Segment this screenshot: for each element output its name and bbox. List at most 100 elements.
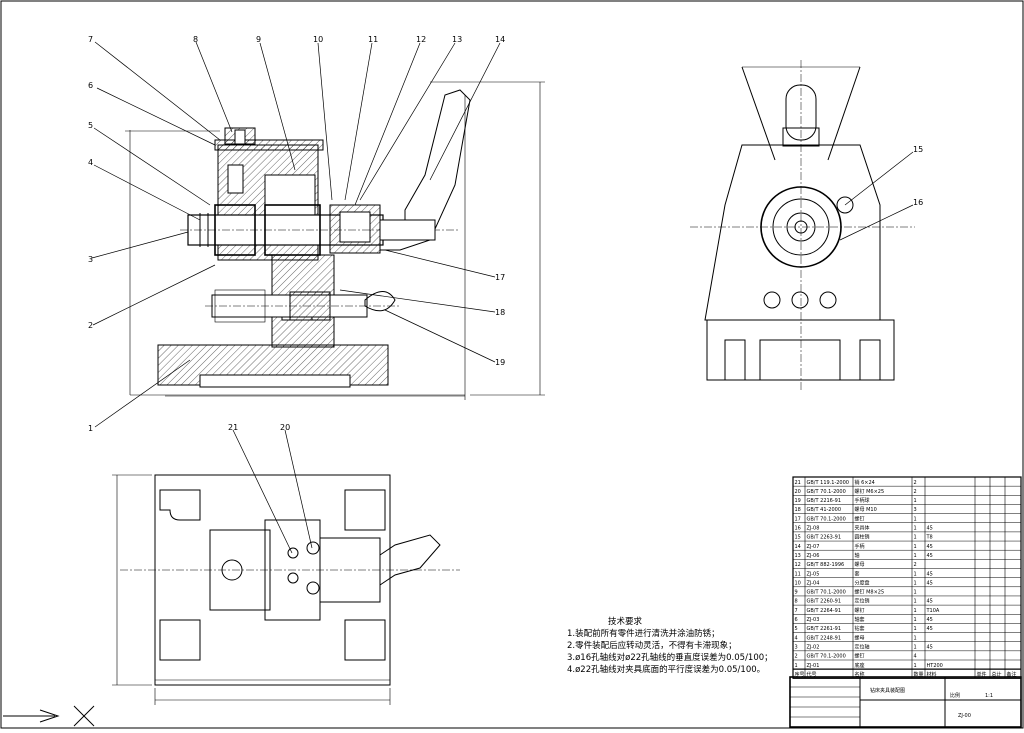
balloon-11: 11 [368, 35, 378, 44]
balloon-7: 7 [88, 35, 93, 44]
bom-cell: 45 [927, 617, 933, 623]
bom-cell: 13 [795, 553, 801, 559]
bom-cell: 轴 [855, 552, 860, 559]
balloon-8: 8 [193, 35, 198, 44]
balloon-21: 21 [228, 423, 238, 432]
bom-cell: 1 [914, 663, 917, 669]
drawing-title: 钻床夹具装配图 [870, 687, 905, 694]
bom-header-cell: 备注 [1007, 671, 1017, 678]
bom-cell: ZJ-08 [807, 526, 820, 532]
bom-cell: T10A [926, 608, 940, 614]
bom-cell: 1 [914, 526, 917, 532]
bom-cell: 夹具体 [855, 525, 870, 532]
bom-cell: 轴套 [855, 616, 865, 623]
bom-cell: 2 [914, 562, 917, 568]
bom-cell: 螺母 [855, 561, 865, 568]
bom-cell: ZJ-05 [807, 571, 820, 577]
bom-cell: 9 [795, 590, 798, 596]
bom-cell: 圆柱销 [855, 534, 870, 541]
bom-cell: 45 [927, 599, 933, 605]
balloon-20: 20 [280, 423, 290, 432]
bom-cell: 1 [795, 663, 798, 669]
bom-cell: 螺钉 [855, 653, 865, 660]
bom-cell: 1 [914, 553, 917, 559]
note-3: 3.ø16孔轴线对ø22孔轴线的垂直度误差为0.05/100； [567, 652, 773, 663]
bom-cell: 3 [914, 507, 917, 513]
notes-title: 技术要求 [608, 616, 643, 627]
bom-cell: 1 [914, 608, 917, 614]
bom-cell: 1 [914, 644, 917, 650]
bom-cell: GB/T 70.1-2000 [807, 489, 846, 495]
bom-cell: 21 [795, 480, 801, 486]
bom-cell: 手柄球 [855, 497, 870, 504]
balloon-13: 13 [452, 35, 462, 44]
bom-cell: GB/T 119.1-2000 [807, 480, 849, 486]
bom-cell: 45 [927, 553, 933, 559]
bom-cell: 分度盘 [855, 579, 870, 586]
bom-cell: 18 [795, 507, 801, 513]
bom-cell: 19 [795, 498, 801, 504]
bom-cell: 3 [795, 644, 798, 650]
balloon-numbers: 7 8 9 10 11 12 13 14 6 5 4 3 2 1 15 16 1… [88, 35, 923, 433]
bom-cell: 15 [795, 535, 801, 541]
bom-cell: 45 [927, 571, 933, 577]
bom-cell: HT200 [927, 663, 943, 669]
technical-notes: 技术要求 1.装配前所有零件进行清洗并涂油防锈； 2.零件装配后应转动灵活，不得… [567, 616, 773, 675]
bom-cell: GB/T 70.1-2000 [807, 516, 846, 522]
bom-cell: 钻套 [855, 625, 865, 632]
note-4: 4.ø22孔轴线对夹具底面的平行度误差为0.05/100。 [567, 664, 765, 675]
bom-cell: 45 [927, 526, 933, 532]
balloon-leaders [91, 41, 914, 554]
bom-cell: 16 [795, 526, 801, 532]
title-block: 钻床夹具装配图 比例 1:1 ZJ-00 [789, 676, 1022, 728]
bom-cell: ZJ-01 [807, 663, 820, 669]
bom-cell: 20 [795, 489, 801, 495]
bom-cell: 销 6×24 [855, 479, 875, 486]
bom-cell: 10 [795, 580, 801, 586]
bom-cell: 5 [795, 626, 798, 632]
bom-cell: GB/T 2261-91 [807, 626, 842, 632]
balloon-19: 19 [495, 358, 505, 367]
bom-cell: 2 [795, 654, 798, 660]
bom-header-cell: 名称 [855, 671, 865, 678]
bom-cell: 45 [927, 544, 933, 550]
scale-label: 比例 [950, 692, 960, 699]
bom-cell: ZJ-07 [807, 544, 820, 550]
side-view [690, 60, 915, 390]
balloon-2: 2 [88, 321, 93, 330]
balloon-5: 5 [88, 121, 93, 130]
bom-cell: 11 [795, 571, 801, 577]
bom-cell: 螺母 [855, 634, 865, 641]
bom-header-cell: 序号 [795, 671, 805, 678]
balloon-9: 9 [256, 35, 261, 44]
bom-cell: 14 [795, 544, 801, 550]
bom-cell: 17 [795, 516, 801, 522]
bom-cell: GB/T 70.1-2000 [807, 654, 846, 660]
front-section-view [125, 81, 545, 400]
top-view [112, 474, 460, 705]
bom-cell: ZJ-06 [807, 553, 820, 559]
note-1: 1.装配前所有零件进行清洗并涂油防锈； [567, 628, 720, 639]
bom-cell: 螺钉 [855, 515, 865, 522]
bom-cell: 1 [914, 571, 917, 577]
bom-cell: GB/T 2264-91 [807, 608, 842, 614]
bom-cell: 12 [795, 562, 801, 568]
note-2: 2.零件装配后应转动灵活，不得有卡滞现象； [567, 640, 737, 651]
bom-cell: 螺钉 [855, 607, 865, 614]
bom-cell: 定位轴 [855, 643, 870, 650]
bom-cell: GB/T 2260-91 [807, 599, 842, 605]
bom-cell: 1 [914, 498, 917, 504]
bom-cell: 2 [914, 489, 917, 495]
bom-cell: 4 [795, 635, 798, 641]
bom-cell: 45 [927, 626, 933, 632]
bom-cell: ZJ-04 [807, 580, 820, 586]
bom-cell: 1 [914, 617, 917, 623]
bom-cell: GB/T 882-1996 [807, 562, 845, 568]
bom-cell: T8 [926, 535, 933, 541]
bom-cell: 螺钉 M6×25 [855, 488, 885, 495]
bom-cell: 45 [927, 580, 933, 586]
bom-header-cell: 单件 [977, 671, 987, 678]
balloon-14: 14 [495, 35, 505, 44]
